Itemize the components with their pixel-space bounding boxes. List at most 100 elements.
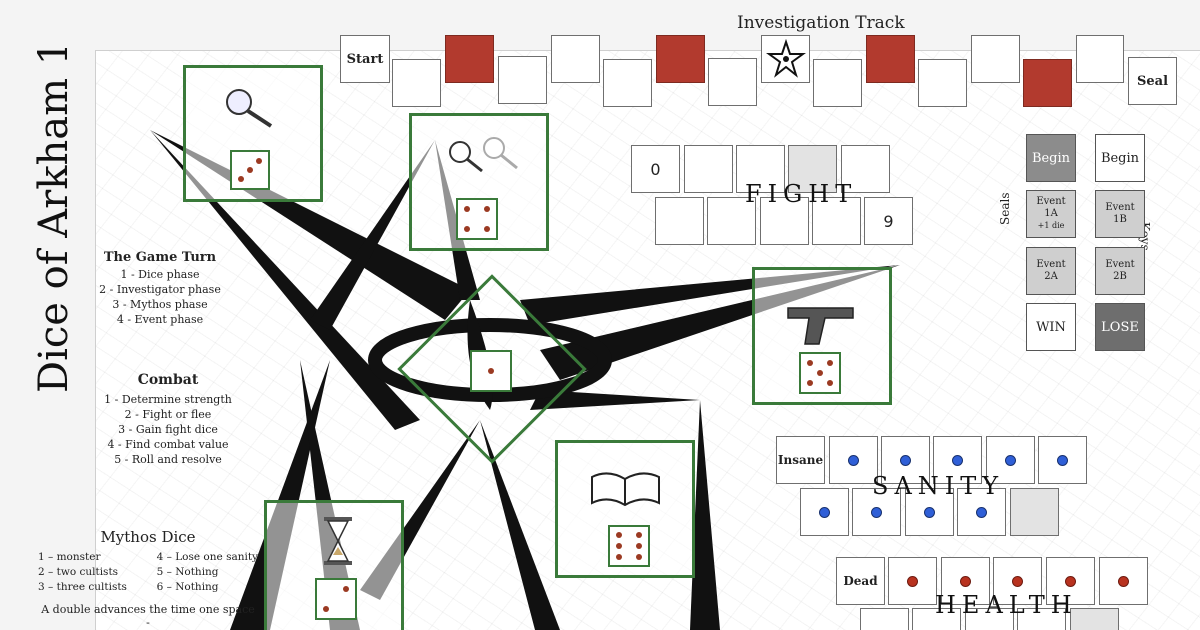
sanity-token [952, 454, 963, 466]
fight-space[interactable] [684, 145, 733, 193]
track-elder-sign-space[interactable] [761, 35, 810, 83]
health-token [1065, 575, 1076, 587]
track-start-label: Start [346, 51, 384, 67]
mythos-result: 5 – Nothing [156, 566, 219, 578]
sanity-token [924, 506, 935, 518]
seals-label: Seals [998, 193, 1012, 225]
keys-begin-label: Begin [1100, 150, 1140, 166]
fight-space[interactable] [707, 197, 756, 245]
win-button[interactable]: WIN [1026, 303, 1076, 351]
insane-label: Insane [777, 453, 824, 467]
sanity-space[interactable] [957, 488, 1006, 536]
fight-space[interactable] [788, 145, 837, 193]
health-token [907, 575, 918, 587]
track-seal[interactable]: Seal [1128, 57, 1177, 105]
track-space[interactable] [392, 59, 441, 107]
mythos-left-list: 1 – monster 2 – two cultists 3 – three c… [38, 550, 127, 595]
combat-step: 2 - Fight or flee [124, 408, 212, 421]
win-label: WIN [1036, 319, 1066, 335]
seals-event-1a[interactable]: Event 1A +1 die [1026, 190, 1076, 238]
lose-button[interactable]: LOSE [1095, 303, 1145, 351]
fight-space-9[interactable]: 9 [864, 197, 913, 245]
lose-label: LOSE [1101, 319, 1139, 335]
sanity-space[interactable] [829, 436, 878, 484]
keys-event-2b[interactable]: Event 2B [1095, 247, 1145, 295]
elder-sign-icon [765, 39, 806, 78]
game-title: Dice of Arkham 1.63 [31, 48, 77, 393]
sanity-space[interactable] [1038, 436, 1087, 484]
location-fight[interactable] [752, 267, 892, 405]
track-space[interactable] [498, 56, 547, 104]
sanity-insane[interactable]: Insane [776, 436, 825, 484]
mythos-result: 3 – three cultists [38, 581, 127, 593]
mythos-result: 6 – Nothing [156, 581, 219, 593]
health-token [960, 575, 971, 587]
fight-min-value: 0 [650, 159, 661, 179]
game-turn-title: The Game Turn [103, 250, 217, 265]
investigation-track-title: Investigation Track [737, 13, 905, 33]
location-clue-2[interactable] [409, 113, 549, 251]
track-space-marked[interactable] [1023, 59, 1072, 107]
game-turn-step: 2 - Investigator phase [99, 283, 221, 296]
event-1a-line: +1 die [1037, 221, 1065, 230]
mythos-result: 1 – monster [38, 551, 101, 563]
seals-event-2a[interactable]: Event 2A [1026, 247, 1076, 295]
health-space[interactable] [1070, 608, 1119, 630]
track-space[interactable] [813, 59, 862, 107]
track-space-marked[interactable] [866, 35, 915, 83]
location-die [799, 352, 841, 394]
sanity-space[interactable] [852, 488, 901, 536]
location-tome[interactable] [555, 440, 695, 578]
double-magnifier-icon [449, 137, 518, 173]
location-die [456, 198, 498, 240]
health-space[interactable] [1046, 557, 1095, 605]
sanity-space[interactable] [986, 436, 1035, 484]
fight-space[interactable] [655, 197, 704, 245]
fight-space[interactable] [760, 197, 809, 245]
mythos-right-list: 4 – Lose one sanity 5 – Nothing 6 – Noth… [157, 550, 258, 595]
keys-event-1b[interactable]: Event 1B [1095, 190, 1145, 238]
fight-space-0[interactable]: 0 [631, 145, 680, 193]
track-space[interactable] [551, 35, 600, 83]
location-die [315, 578, 357, 620]
health-space[interactable] [1099, 557, 1148, 605]
health-dead[interactable]: Dead [836, 557, 885, 605]
sanity-space[interactable] [1010, 488, 1059, 536]
pistol-icon [787, 307, 854, 345]
health-token [1012, 575, 1023, 587]
track-space-marked[interactable] [445, 35, 494, 83]
sanity-token [1005, 454, 1016, 466]
combat-panel: Combat 1 - Determine strength 2 - Fight … [93, 372, 243, 467]
health-space[interactable] [860, 608, 909, 630]
sanity-space[interactable] [881, 436, 930, 484]
health-space[interactable] [965, 608, 1014, 630]
track-space[interactable] [1076, 35, 1124, 83]
track-space[interactable] [708, 58, 757, 106]
fight-title: FIGHT [745, 180, 858, 208]
combat-step: 4 - Find combat value [107, 438, 229, 451]
health-space[interactable] [941, 557, 990, 605]
fight-space[interactable] [812, 197, 861, 245]
fight-space[interactable] [841, 145, 890, 193]
sanity-space[interactable] [800, 488, 849, 536]
sanity-space[interactable] [933, 436, 982, 484]
seals-begin-button[interactable]: Begin [1026, 134, 1076, 182]
health-space[interactable] [1017, 608, 1066, 630]
mythos-dice-panel: Mythos Dice 1 – monster 2 – two cultists… [38, 528, 258, 629]
mythos-result: 2 – two cultists [38, 566, 119, 578]
health-space[interactable] [912, 608, 961, 630]
sanity-title: SANITY [872, 472, 1005, 500]
location-clue-1[interactable] [183, 65, 323, 202]
location-time[interactable] [264, 500, 404, 630]
location-die [470, 350, 512, 392]
keys-begin-button[interactable]: Begin [1095, 134, 1145, 182]
fight-space[interactable] [736, 145, 785, 193]
track-start[interactable]: Start [340, 35, 390, 83]
track-space[interactable] [603, 59, 652, 107]
track-space-marked[interactable] [656, 35, 705, 83]
health-space[interactable] [888, 557, 937, 605]
track-space[interactable] [971, 35, 1020, 83]
health-space[interactable] [993, 557, 1042, 605]
sanity-space[interactable] [905, 488, 954, 536]
track-space[interactable] [918, 59, 967, 107]
